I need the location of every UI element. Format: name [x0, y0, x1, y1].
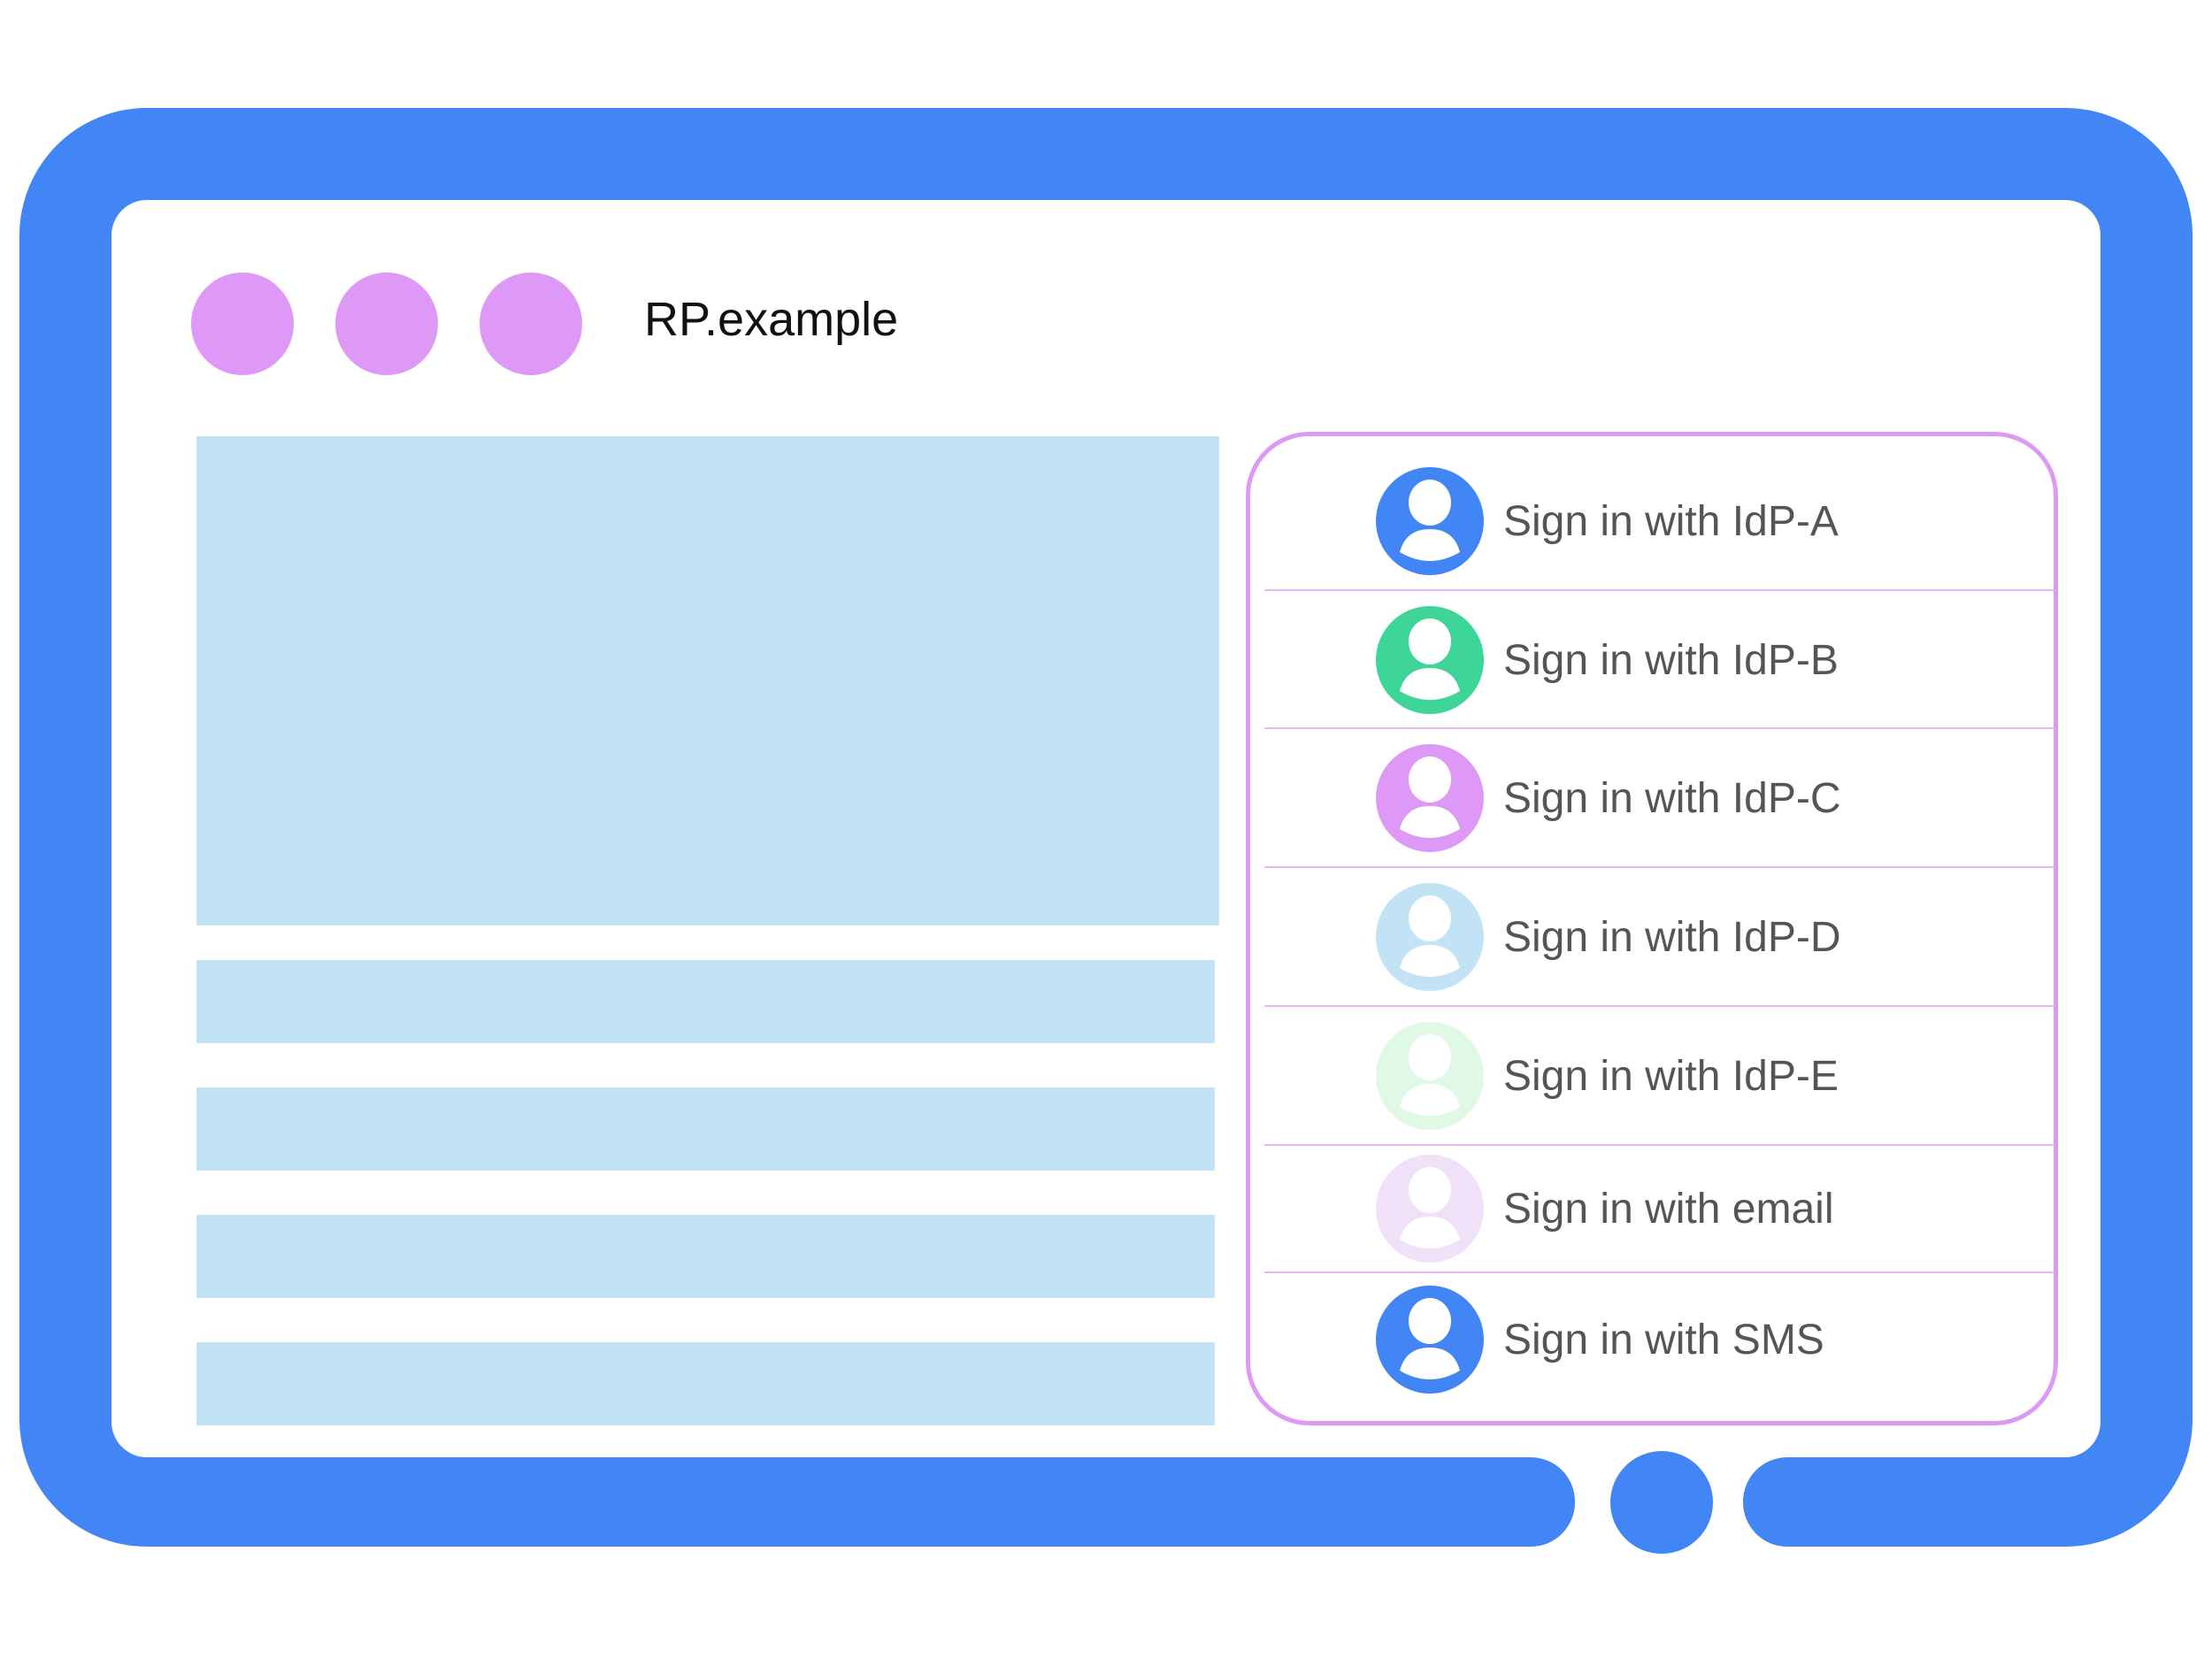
content-line-placeholder: [196, 960, 1215, 1043]
signin-option-1[interactable]: Sign in with IdP-A: [1264, 467, 2055, 575]
content-hero-placeholder: [196, 436, 1219, 926]
divider: [1264, 727, 2055, 729]
signin-option-4[interactable]: Sign in with IdP-D: [1264, 883, 2055, 991]
content-line-placeholder: [196, 1087, 1215, 1171]
content-line-placeholder: [196, 1342, 1215, 1425]
signin-option-label: Sign in with email: [1503, 1185, 1834, 1233]
account-circle-icon: [1376, 1155, 1484, 1263]
signin-option-2[interactable]: Sign in with IdP-B: [1264, 606, 2055, 714]
signin-option-label: Sign in with IdP-E: [1503, 1052, 1839, 1100]
signin-options-panel: Sign in with IdP-A Sign in with IdP-B Sign…: [1246, 432, 2058, 1425]
account-circle-icon: [1376, 1022, 1484, 1130]
account-circle-icon: [1376, 744, 1484, 852]
signin-option-label: Sign in with IdP-C: [1503, 774, 1841, 822]
account-circle-icon: [1376, 1286, 1484, 1394]
signin-option-label: Sign in with IdP-B: [1503, 636, 1839, 684]
window-control-dot[interactable]: [191, 273, 294, 375]
signin-option-label: Sign in with IdP-D: [1503, 913, 1841, 961]
window-control-dot[interactable]: [480, 273, 582, 375]
signin-option-6[interactable]: Sign in with email: [1264, 1155, 2055, 1263]
divider: [1264, 866, 2055, 868]
signin-option-3[interactable]: Sign in with IdP-C: [1264, 744, 2055, 852]
home-button[interactable]: [1610, 1451, 1713, 1554]
divider: [1264, 1005, 2055, 1007]
account-circle-icon: [1376, 883, 1484, 991]
divider: [1264, 1144, 2055, 1146]
divider: [1264, 1271, 2055, 1273]
signin-option-label: Sign in with SMS: [1503, 1316, 1824, 1363]
divider: [1264, 589, 2055, 591]
signin-option-label: Sign in with IdP-A: [1503, 497, 1839, 545]
site-title: RP.example: [644, 293, 899, 346]
content-line-placeholder: [196, 1215, 1215, 1298]
window-control-dot[interactable]: [335, 273, 438, 375]
account-circle-icon: [1376, 606, 1484, 714]
account-circle-icon: [1376, 467, 1484, 575]
signin-option-7[interactable]: Sign in with SMS: [1264, 1286, 2055, 1394]
signin-option-5[interactable]: Sign in with IdP-E: [1264, 1022, 2055, 1130]
